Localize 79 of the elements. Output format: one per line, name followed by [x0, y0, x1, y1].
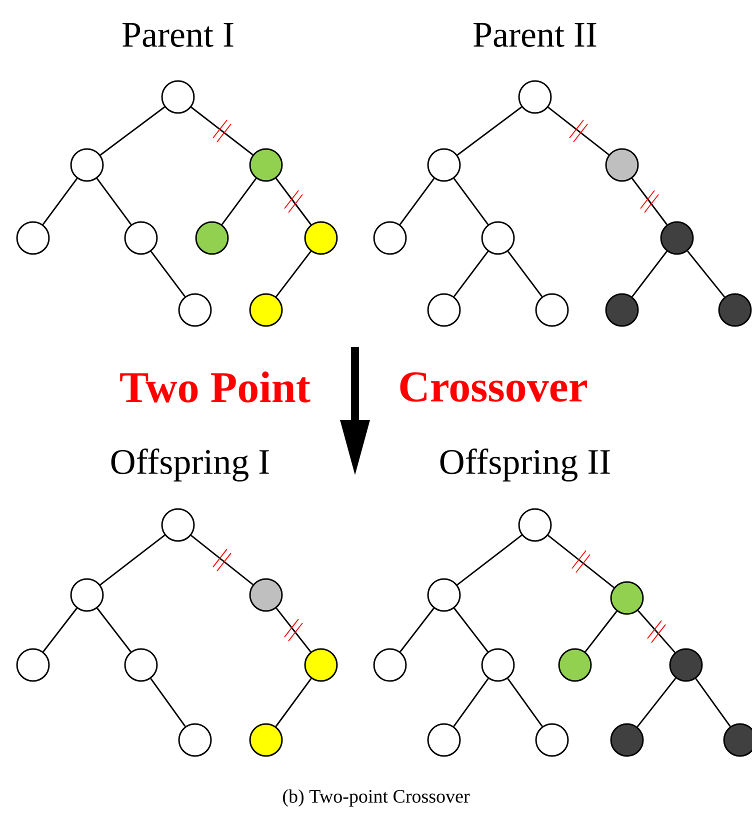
- tree-node: [124, 221, 158, 255]
- tree-node: [178, 723, 212, 757]
- tree-edge: [638, 610, 676, 653]
- tree-node: [605, 148, 639, 182]
- tree-edge: [100, 106, 166, 156]
- tree-node: [373, 221, 407, 255]
- tree-edge: [400, 608, 434, 652]
- tree-node: [16, 648, 50, 682]
- tree-edge: [100, 534, 166, 586]
- tree-node: [427, 578, 461, 612]
- tree-node: [535, 293, 569, 327]
- tree-edge: [695, 678, 731, 727]
- tree-node: [610, 723, 644, 757]
- tree-edge: [42, 608, 78, 652]
- tree-node: [304, 648, 338, 682]
- tree-node: [249, 148, 283, 182]
- tree-node: [124, 648, 158, 682]
- tree-edge: [636, 678, 676, 728]
- tree-edge: [150, 678, 186, 727]
- tree-node: [518, 508, 552, 542]
- tree-edge: [453, 250, 489, 298]
- tree-edge: [632, 250, 668, 298]
- tree-node: [518, 80, 552, 114]
- tree-edge: [548, 106, 610, 156]
- tree-edge: [42, 178, 78, 225]
- tree-node: [195, 221, 229, 255]
- tree-edge: [190, 534, 254, 586]
- tree-title: Offspring I: [111, 448, 269, 482]
- tree-node: [249, 723, 283, 757]
- tree-node: [161, 508, 195, 542]
- tree-edge: [276, 608, 312, 652]
- tree-node: [161, 80, 195, 114]
- tree-node: [249, 293, 283, 327]
- tree-edge: [632, 178, 668, 226]
- tree-title: Offspring II: [440, 448, 610, 482]
- operation-label: Crossover: [400, 372, 587, 402]
- tree-edge: [190, 106, 254, 156]
- tree-node: [610, 581, 644, 615]
- tree-edge: [584, 610, 618, 652]
- tree-node: [723, 723, 752, 757]
- tree-node: [249, 578, 283, 612]
- caption: (b) Two-point Crossover: [283, 789, 470, 807]
- tree-node: [70, 148, 104, 182]
- tree-edge: [96, 608, 132, 652]
- tree-edge: [453, 178, 489, 225]
- tree-edge: [454, 608, 488, 652]
- tree-node: [427, 293, 461, 327]
- tree-node: [427, 148, 461, 182]
- tree-node: [669, 648, 703, 682]
- tree-edge: [456, 106, 522, 156]
- tree-node: [481, 648, 515, 682]
- tree-edge: [507, 678, 543, 727]
- tree-node: [535, 723, 569, 757]
- tree-title: Parent II: [474, 23, 596, 47]
- tree-edge: [275, 678, 312, 727]
- tree-node: [605, 293, 639, 327]
- tree-edge: [96, 178, 132, 225]
- tree-edge: [686, 250, 726, 298]
- tree-node: [373, 648, 407, 682]
- tree-node: [481, 221, 515, 255]
- tree-edge: [507, 250, 543, 298]
- tree-edge: [221, 178, 257, 225]
- operation-label: Two Point: [120, 372, 310, 402]
- tree-edge: [150, 250, 186, 298]
- tree-node: [304, 221, 338, 255]
- tree-edge: [399, 178, 435, 225]
- tree-edge: [453, 678, 489, 727]
- tree-node: [660, 221, 694, 255]
- tree-node: [16, 221, 50, 255]
- tree-node: [427, 723, 461, 757]
- tree-edge: [548, 534, 614, 588]
- tree-edge: [276, 250, 312, 298]
- tree-node: [718, 293, 752, 327]
- tree-title: Parent I: [122, 23, 234, 47]
- tree-edge: [275, 178, 312, 226]
- tree-node: [178, 293, 212, 327]
- tree-node: [558, 648, 592, 682]
- tree-node: [70, 578, 104, 612]
- tree-edge: [456, 534, 522, 586]
